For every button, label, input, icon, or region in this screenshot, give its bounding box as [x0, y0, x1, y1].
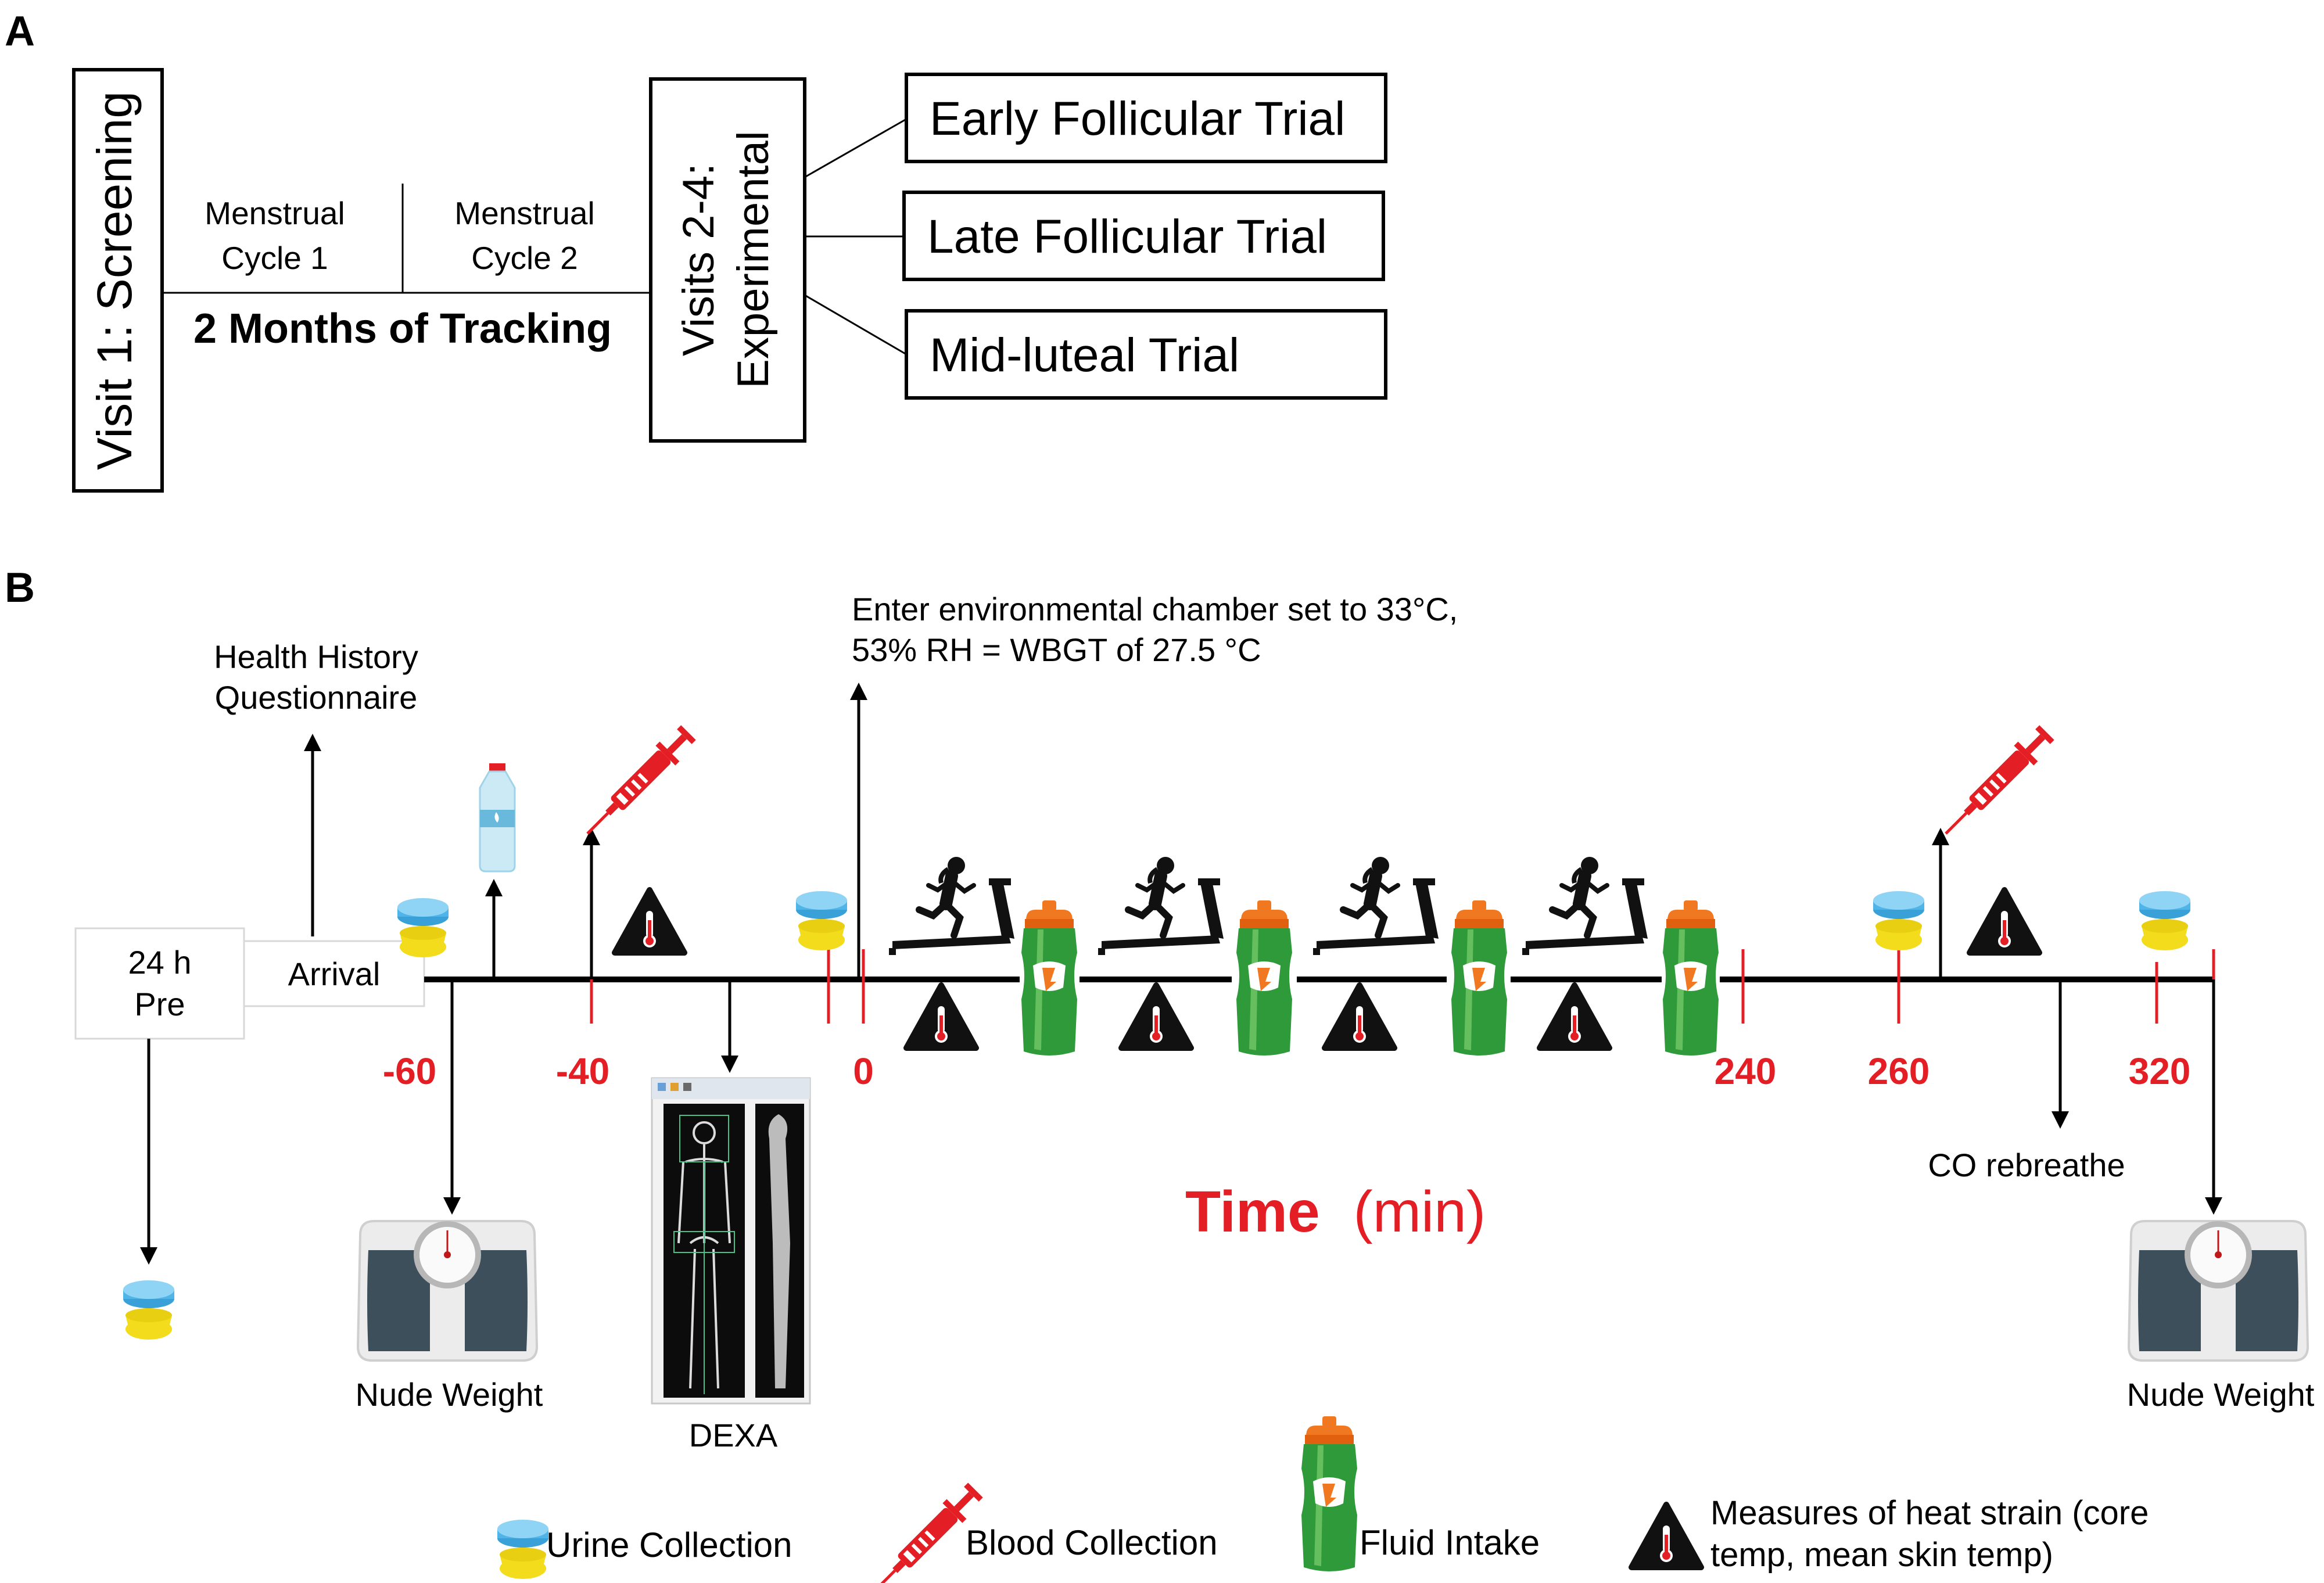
tick-label-minus60: -60 [383, 1050, 437, 1092]
water-bottle-icon [479, 762, 516, 873]
legend: Urine Collection Blood Collection Fluid … [497, 1416, 2149, 1583]
heat-warning-icon [1631, 1505, 1701, 1567]
pre-box: 24 h Pre [74, 927, 245, 1040]
cycle1-line2: Cycle 1 [221, 240, 328, 276]
health-line1: Health History [214, 638, 418, 675]
panel-b-letter: B [5, 565, 35, 611]
urine-cup-icon [497, 1520, 548, 1579]
trial-midluteal-label: Mid-luteal Trial [930, 329, 1239, 382]
cycle1-line1: Menstrual [205, 195, 345, 231]
nude-weight-left-label: Nude Weight [356, 1376, 543, 1413]
tick-label-minus40: -40 [556, 1050, 610, 1092]
trial-early-follicular: Early Follicular Trial [905, 73, 1387, 163]
trial-late-follicular: Late Follicular Trial [902, 191, 1385, 281]
tick-label-240: 240 [1715, 1050, 1777, 1092]
co-rebreathe-label: CO rebreathe [1928, 1147, 2125, 1183]
urine-cup-icon [1873, 891, 1924, 950]
arrival-box: Arrival [243, 940, 425, 1007]
time-label: Time [1185, 1179, 1320, 1244]
fluid-bottle-icon [1301, 1416, 1357, 1571]
heat-warning-icon [1970, 890, 2039, 953]
time-axis-title: Time (min) [1185, 1179, 1486, 1244]
fluid-bottle-icon [1663, 900, 1719, 1056]
health-line2: Questionnaire [215, 679, 418, 716]
treadmill-runner-icon [1522, 857, 1648, 955]
chamber-line2: 53% RH = WBGT of 27.5 °C [852, 631, 1261, 668]
fluid-bottle-icon [1021, 900, 1077, 1056]
visit1-label: Visit 1: Screening [87, 91, 142, 470]
cycle2-line2: Cycle 2 [471, 240, 578, 276]
visits-line1: Visits 2-4: [674, 163, 723, 356]
heat-warning-icon [1540, 985, 1609, 1048]
syringe-icon [1936, 723, 2057, 843]
urine-cup-icon [2139, 891, 2190, 950]
treadmill-runner-icon [1313, 857, 1439, 955]
tracking-label: 2 Months of Tracking [193, 306, 612, 352]
panel-a-letter: A [5, 8, 35, 55]
legend-fluid-label: Fluid Intake [1360, 1523, 1540, 1562]
tick-label-260: 260 [1868, 1050, 1930, 1092]
fluid-bottle-icon [1236, 900, 1292, 1056]
treadmill-runner-icon [1098, 857, 1224, 955]
tick-label-0: 0 [853, 1050, 874, 1092]
branch-line-3 [804, 294, 907, 356]
heat-warning-icon [906, 985, 976, 1048]
tick-label-320: 320 [2129, 1050, 2191, 1092]
scale-icon [357, 1220, 538, 1362]
visits-box: Visits 2-4: Experimental [649, 77, 806, 443]
urine-cup-icon [123, 1280, 174, 1340]
dexa-scan-image [651, 1077, 811, 1405]
chamber-line1: Enter environmental chamber set to 33°C, [852, 591, 1458, 627]
visits-line2: Experimental [729, 131, 778, 389]
nude-weight-right-label: Nude Weight [2127, 1376, 2315, 1413]
trial-mid-luteal: Mid-luteal Trial [905, 309, 1387, 400]
time-unit: (min) [1353, 1179, 1486, 1244]
heat-warning-icon [1325, 985, 1394, 1048]
pre-line1: 24 h [128, 944, 192, 981]
heat-warning-icon [1121, 985, 1191, 1048]
heat-warning-icon [615, 890, 684, 953]
legend-heat-line2: temp, mean skin temp) [1710, 1536, 2053, 1574]
urine-cup-icon [397, 898, 449, 957]
pre-line2: Pre [134, 986, 185, 1022]
trial-early-label: Early Follicular Trial [930, 92, 1345, 145]
fluid-bottle-icon [1451, 900, 1507, 1056]
treadmill-runner-icon [889, 857, 1014, 955]
scale-icon [2128, 1220, 2309, 1362]
cycle2-line1: Menstrual [454, 195, 594, 231]
arrival-label: Arrival [288, 956, 381, 992]
urine-cup-icon [796, 891, 847, 950]
legend-heat-line1: Measures of heat strain (core [1710, 1494, 2149, 1532]
legend-urine-label: Urine Collection [546, 1525, 792, 1564]
trial-late-label: Late Follicular Trial [927, 210, 1327, 263]
branch-line-1 [804, 118, 907, 178]
legend-blood-label: Blood Collection [966, 1523, 1218, 1562]
dexa-label: DEXA [689, 1417, 778, 1453]
visit1-box: Visit 1: Screening [72, 68, 164, 493]
syringe-icon [578, 723, 698, 843]
